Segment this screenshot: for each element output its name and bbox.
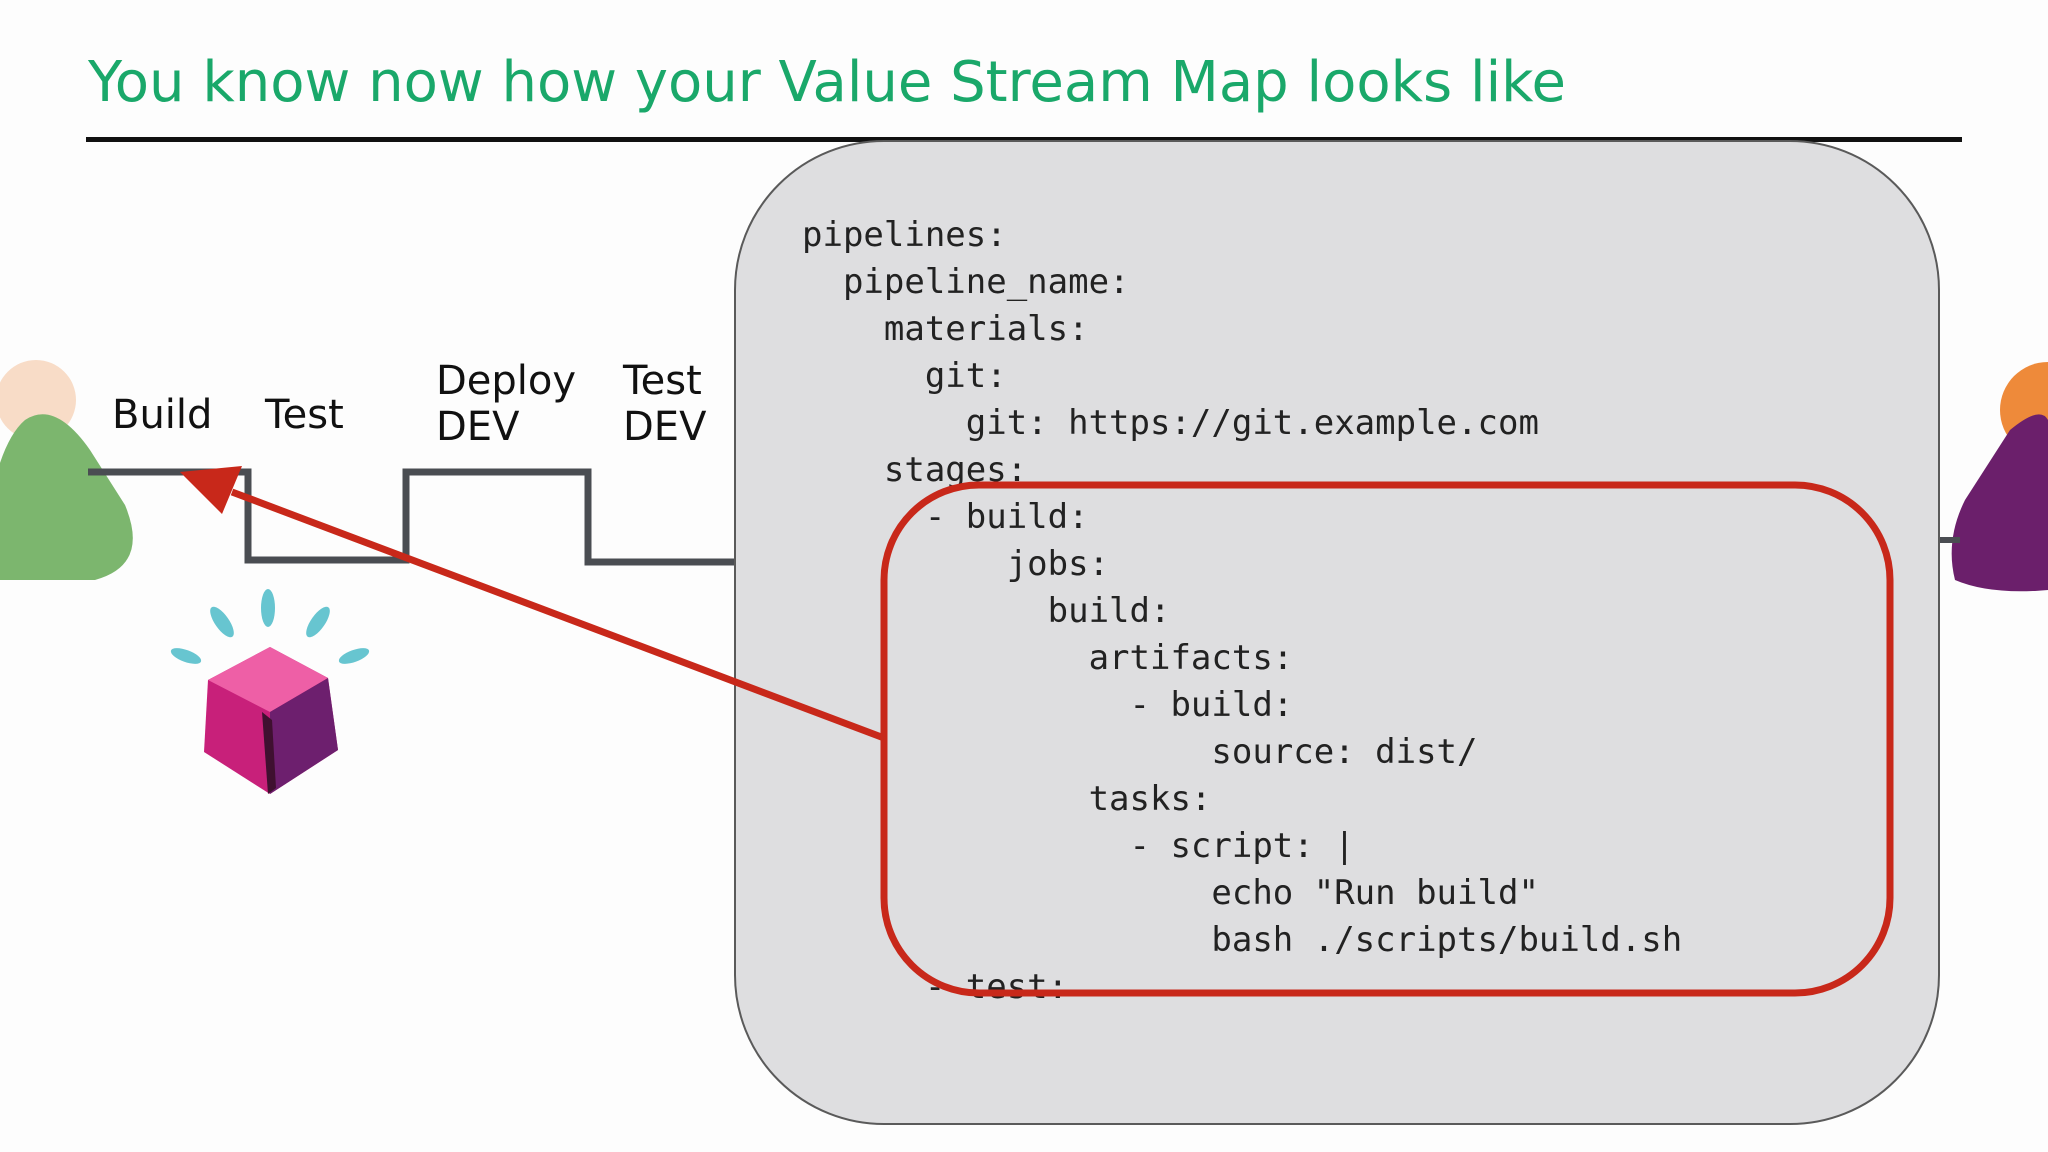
code-line: - script: | <box>802 826 1355 866</box>
code-line: jobs: <box>802 544 1110 584</box>
step-label-deploy-dev: Deploy DEV <box>436 358 577 450</box>
step-label-test-dev: Test DEV <box>623 358 707 450</box>
code-line: - build: <box>802 685 1294 725</box>
slide-title: You know now how your Value Stream Map l… <box>88 50 1567 115</box>
step-label-build: Build <box>112 392 213 438</box>
code-line: - build: <box>802 497 1089 537</box>
pipeline-yaml: pipelines: pipeline_name: materials: git… <box>802 212 1682 1011</box>
code-line: pipeline_name: <box>802 262 1130 302</box>
code-line: echo "Run build" <box>802 873 1539 913</box>
person-body <box>0 414 133 580</box>
person-body <box>1951 414 2048 592</box>
person-icon <box>0 360 133 580</box>
code-line: source: dist/ <box>802 732 1478 772</box>
code-line: bash ./scripts/build.sh <box>802 920 1683 960</box>
code-line: artifacts: <box>802 638 1294 678</box>
code-line: git: https://git.example.com <box>802 403 1539 443</box>
highlight-box <box>880 481 1894 997</box>
flow-line <box>88 468 734 566</box>
cube-logo-icon <box>170 589 370 794</box>
person-icon <box>1951 362 2048 592</box>
pipeline-code-panel: pipelines: pipeline_name: materials: git… <box>734 140 1940 1125</box>
highlight-arrow <box>230 488 886 742</box>
title-divider <box>86 137 1962 142</box>
arrow-head <box>180 466 242 514</box>
step-label-test: Test <box>265 392 344 438</box>
code-line: materials: <box>802 309 1089 349</box>
code-line: tasks: <box>802 779 1212 819</box>
code-line: pipelines: <box>802 215 1007 255</box>
code-line: git: <box>802 356 1007 396</box>
code-line: build: <box>802 591 1171 631</box>
